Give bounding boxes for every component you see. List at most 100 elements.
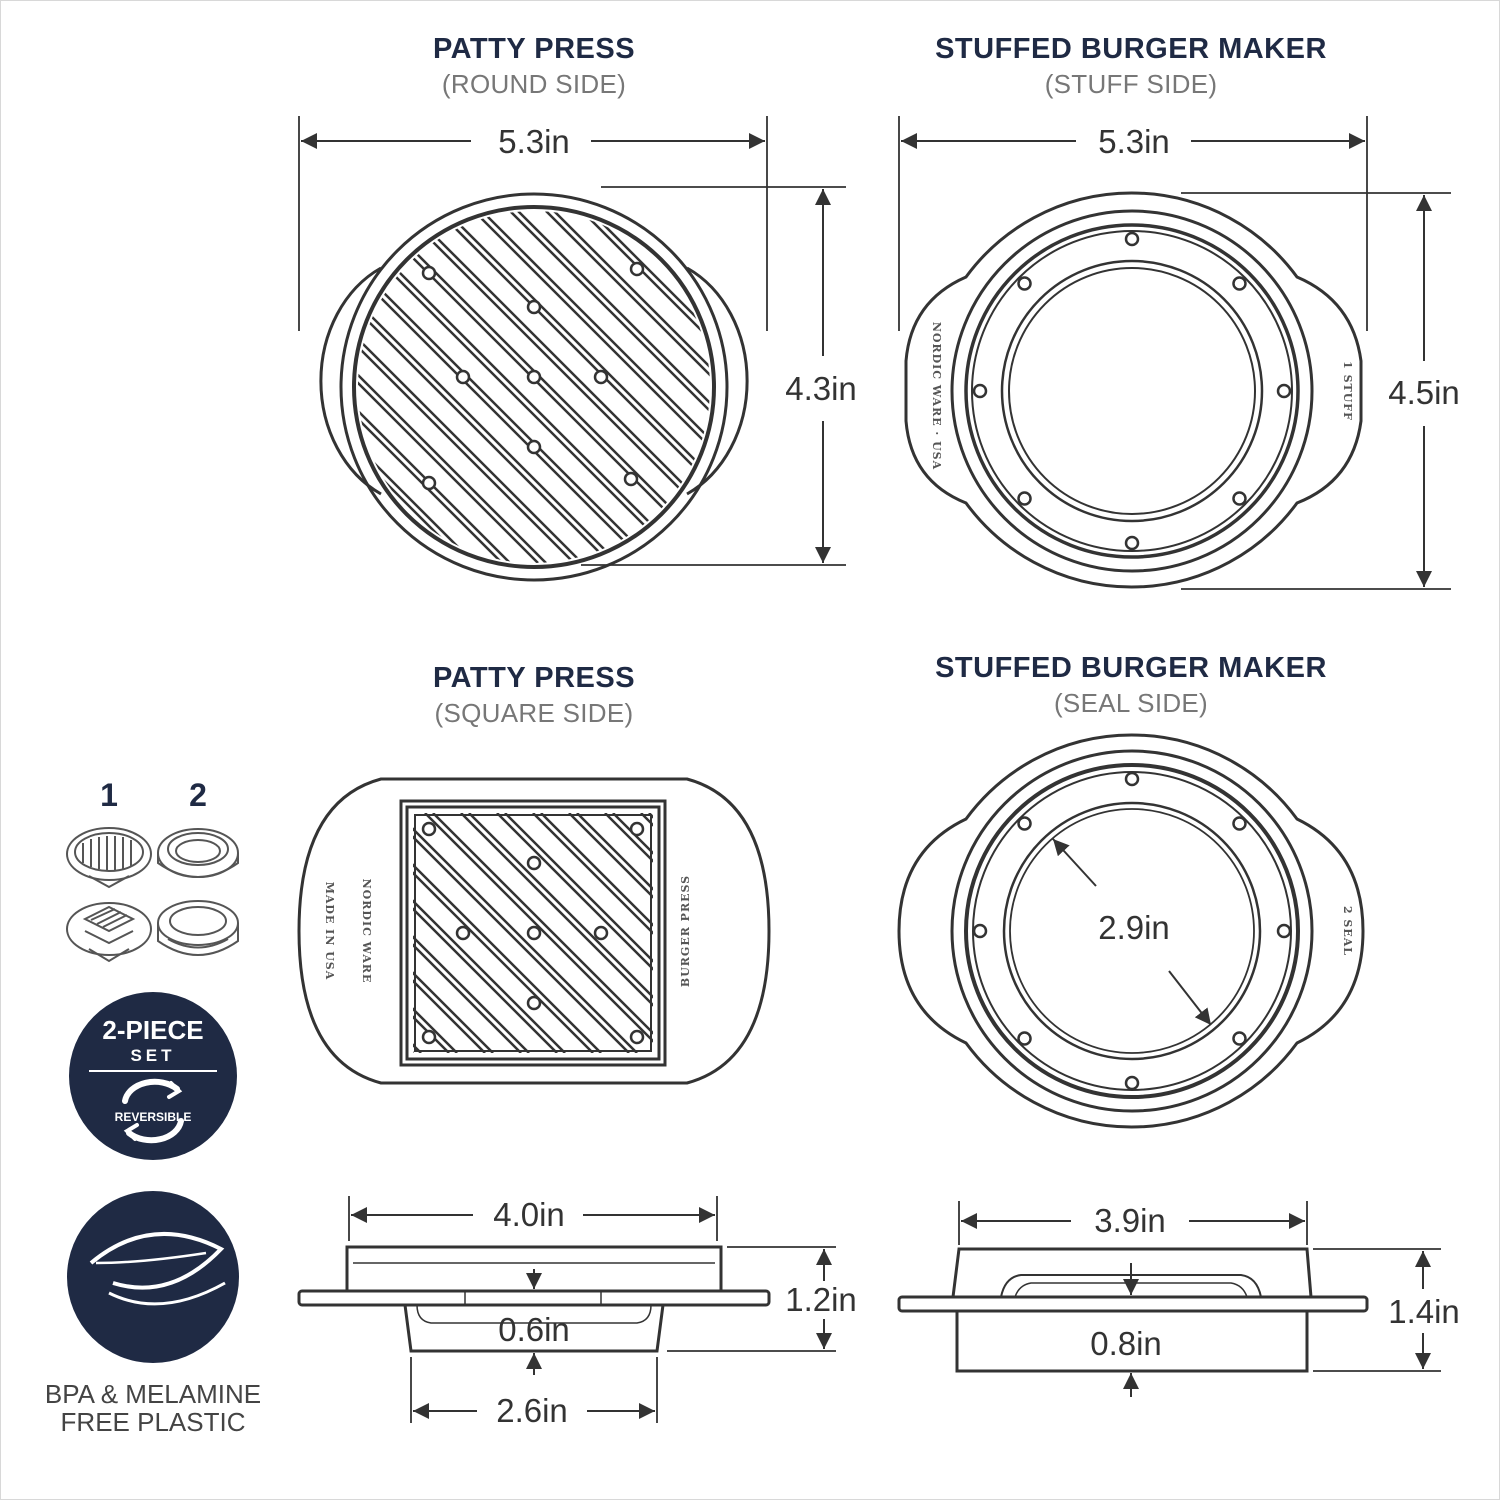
bolt-hole xyxy=(1017,491,1032,506)
ridge-line xyxy=(437,211,710,563)
ridge-line xyxy=(576,813,653,891)
ridge-line xyxy=(532,813,653,935)
press-profile-drawing xyxy=(297,1245,771,1353)
vent-hole xyxy=(623,471,639,487)
bolt-hole xyxy=(1124,1075,1140,1091)
round-side-subtitle: (ROUND SIDE) xyxy=(442,69,626,99)
ridge-line xyxy=(473,211,710,563)
vent-hole xyxy=(455,925,471,941)
reversible-arrows-icon xyxy=(122,1078,184,1144)
ridge-line xyxy=(358,211,539,563)
bolt-hole xyxy=(1017,276,1032,291)
ridge-line xyxy=(460,813,653,1007)
stuff-side-title: STUFFED BURGER MAKER xyxy=(935,33,1327,65)
bolt-hole xyxy=(1232,1031,1247,1046)
press-height-dimension: 1.2in xyxy=(667,1246,857,1352)
bolt-hole xyxy=(1232,816,1247,831)
bolt-hole xyxy=(1017,816,1032,831)
ridge-line xyxy=(413,943,522,1053)
bpa-line-1: BPA & MELAMINE xyxy=(45,1379,261,1409)
bolt-hole xyxy=(1124,771,1140,787)
bolt-hole xyxy=(1124,231,1140,247)
ridge-line xyxy=(409,211,710,563)
vent-hole xyxy=(421,265,437,281)
ridge-line xyxy=(358,211,431,563)
ridge-line xyxy=(413,871,594,1053)
maker-height-label: 1.4in xyxy=(1388,1293,1460,1330)
square-brand-mark: NORDIC WARE xyxy=(360,879,373,984)
thumb-round-press xyxy=(66,827,152,889)
stuff-bolt-holes xyxy=(972,231,1292,551)
round-width-label: 5.3in xyxy=(498,123,570,160)
maker-depth-label: 0.8in xyxy=(1090,1325,1162,1362)
seal-diameter-label: 2.9in xyxy=(1098,909,1170,946)
bolt-hole xyxy=(1276,923,1292,939)
vent-hole xyxy=(629,1029,645,1045)
ridge-line xyxy=(568,813,653,899)
press-bottom-width-dimension: 2.6in xyxy=(410,1357,658,1429)
square-side-title: PATTY PRESS xyxy=(433,662,635,694)
ridge-line xyxy=(517,211,710,563)
maker-height-dimension: 1.4in xyxy=(1313,1248,1460,1372)
bpa-free-badge xyxy=(67,1191,239,1363)
ridge-line xyxy=(413,979,486,1053)
ridge-line xyxy=(468,813,653,999)
ridge-line xyxy=(358,211,575,563)
square-ridges xyxy=(413,813,997,1053)
ridge-line xyxy=(358,211,683,563)
ridge-line xyxy=(358,211,475,563)
seal-side-drawing xyxy=(897,733,1365,1129)
vent-hole xyxy=(526,439,542,455)
seal-side-title: STUFFED BURGER MAKER xyxy=(935,652,1327,684)
vent-hole xyxy=(526,369,542,385)
badge-circle xyxy=(69,992,237,1160)
ridge-line xyxy=(424,813,653,1043)
vent-hole xyxy=(526,925,542,941)
ridge-line xyxy=(413,971,494,1053)
ridge-line xyxy=(358,211,619,563)
square-right-mark: BURGER PRESS xyxy=(679,875,692,987)
ridge-line xyxy=(358,211,359,563)
bolt-hole xyxy=(1232,276,1247,291)
ridge-line xyxy=(358,211,511,563)
maker-top-width-label: 3.9in xyxy=(1094,1202,1166,1239)
ridge-line xyxy=(358,211,503,563)
seal-diameter-dimension: 2.9in xyxy=(1052,838,1212,1026)
piece-label-2: 2 xyxy=(189,777,207,813)
ridge-line xyxy=(358,211,583,563)
seal-bolt-holes xyxy=(972,771,1292,1091)
ridge-line xyxy=(401,211,710,563)
stuff-side-mark: 1 STUFF xyxy=(1341,361,1354,421)
ridge-line xyxy=(870,211,1222,563)
vent-hole xyxy=(455,369,471,385)
ridge-line xyxy=(713,813,953,1053)
ridge-line xyxy=(757,813,997,1053)
bolt-hole xyxy=(1276,383,1292,399)
round-height-label: 4.3in xyxy=(785,370,857,407)
stuff-width-dimension: 5.3in xyxy=(898,116,1368,331)
square-side-subtitle: (SQUARE SIDE) xyxy=(435,698,634,728)
press-bottom-width-label: 2.6in xyxy=(496,1392,568,1429)
bolt-hole xyxy=(1232,491,1247,506)
ridge-line xyxy=(432,813,653,1035)
ridge-line xyxy=(612,813,653,855)
bpa-circle xyxy=(67,1191,239,1363)
maker-top-width-dimension: 3.9in xyxy=(958,1201,1308,1245)
ridge-line xyxy=(413,863,602,1053)
ridge-line xyxy=(545,211,710,563)
bolt-hole xyxy=(1017,1031,1032,1046)
ridge-line xyxy=(540,813,653,927)
stuff-height-label: 4.5in xyxy=(1388,374,1460,411)
press-height-label: 1.2in xyxy=(785,1281,857,1318)
ridge-line xyxy=(413,827,638,1053)
ridge-line xyxy=(640,813,653,827)
ridge-line xyxy=(685,813,925,1053)
stuff-height-dimension: 4.5in xyxy=(1181,192,1460,590)
ridge-line xyxy=(373,211,710,563)
ridge-line xyxy=(358,211,611,563)
vent-hole xyxy=(526,855,542,871)
round-ridges xyxy=(358,211,1222,563)
piece-label-1: 1 xyxy=(100,777,118,813)
